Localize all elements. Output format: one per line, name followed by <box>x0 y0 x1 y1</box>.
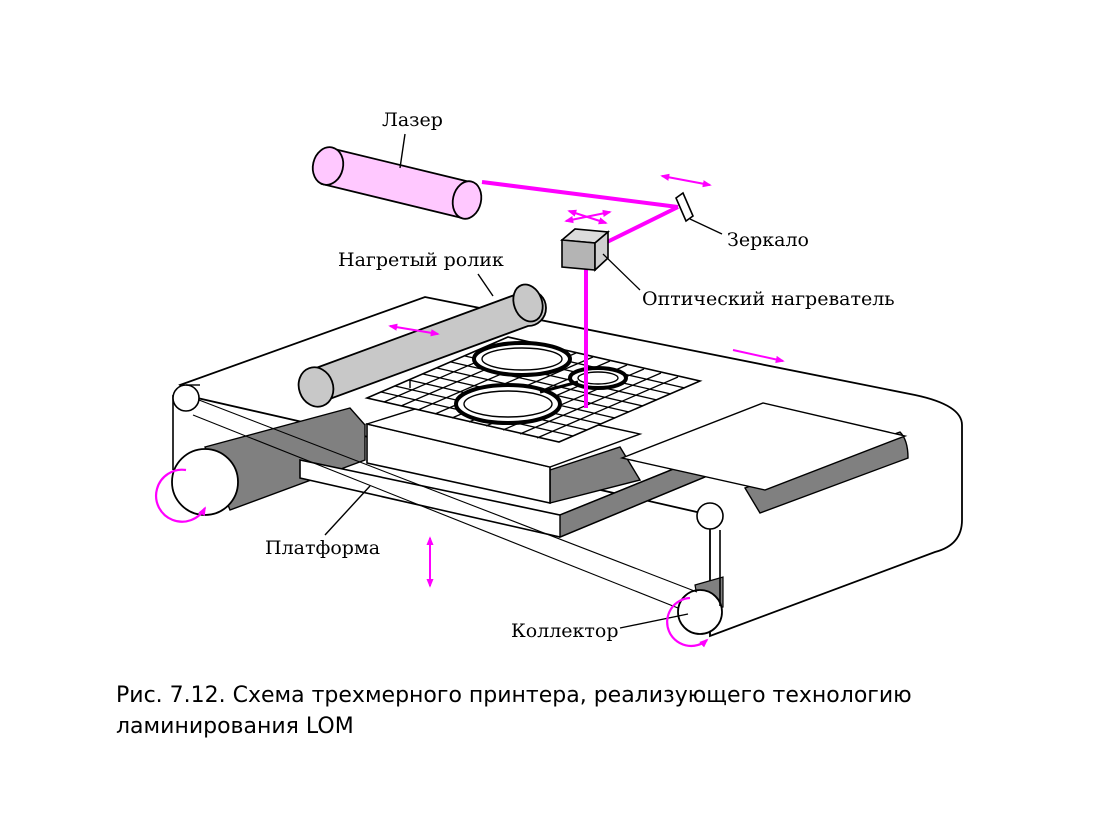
caption-line-2: ламинирования LOM <box>116 714 354 739</box>
figure-caption: Рис. 7.12. Схема трехмерного принтера, р… <box>116 680 1016 742</box>
optical-heater <box>560 228 641 291</box>
label-heated-roller: Нагретый ролик <box>338 249 504 271</box>
laser <box>311 133 483 220</box>
label-platform: Платформа <box>265 537 380 559</box>
sheet-panel <box>619 402 908 491</box>
supply-roll <box>171 384 239 516</box>
label-optical-heater: Оптический нагреватель <box>642 288 895 310</box>
laser-beam <box>481 180 679 408</box>
label-laser: Лазер <box>382 109 443 131</box>
collector-roll <box>192 399 724 635</box>
label-mirror: Зеркало <box>727 229 809 251</box>
motion-arrows <box>155 173 785 648</box>
cut-contours <box>409 341 628 425</box>
mirror <box>675 191 723 235</box>
heated-roller <box>297 273 547 408</box>
label-collector: Коллектор <box>511 620 619 642</box>
caption-line-1: Рис. 7.12. Схема трехмерного принтера, р… <box>116 683 912 708</box>
